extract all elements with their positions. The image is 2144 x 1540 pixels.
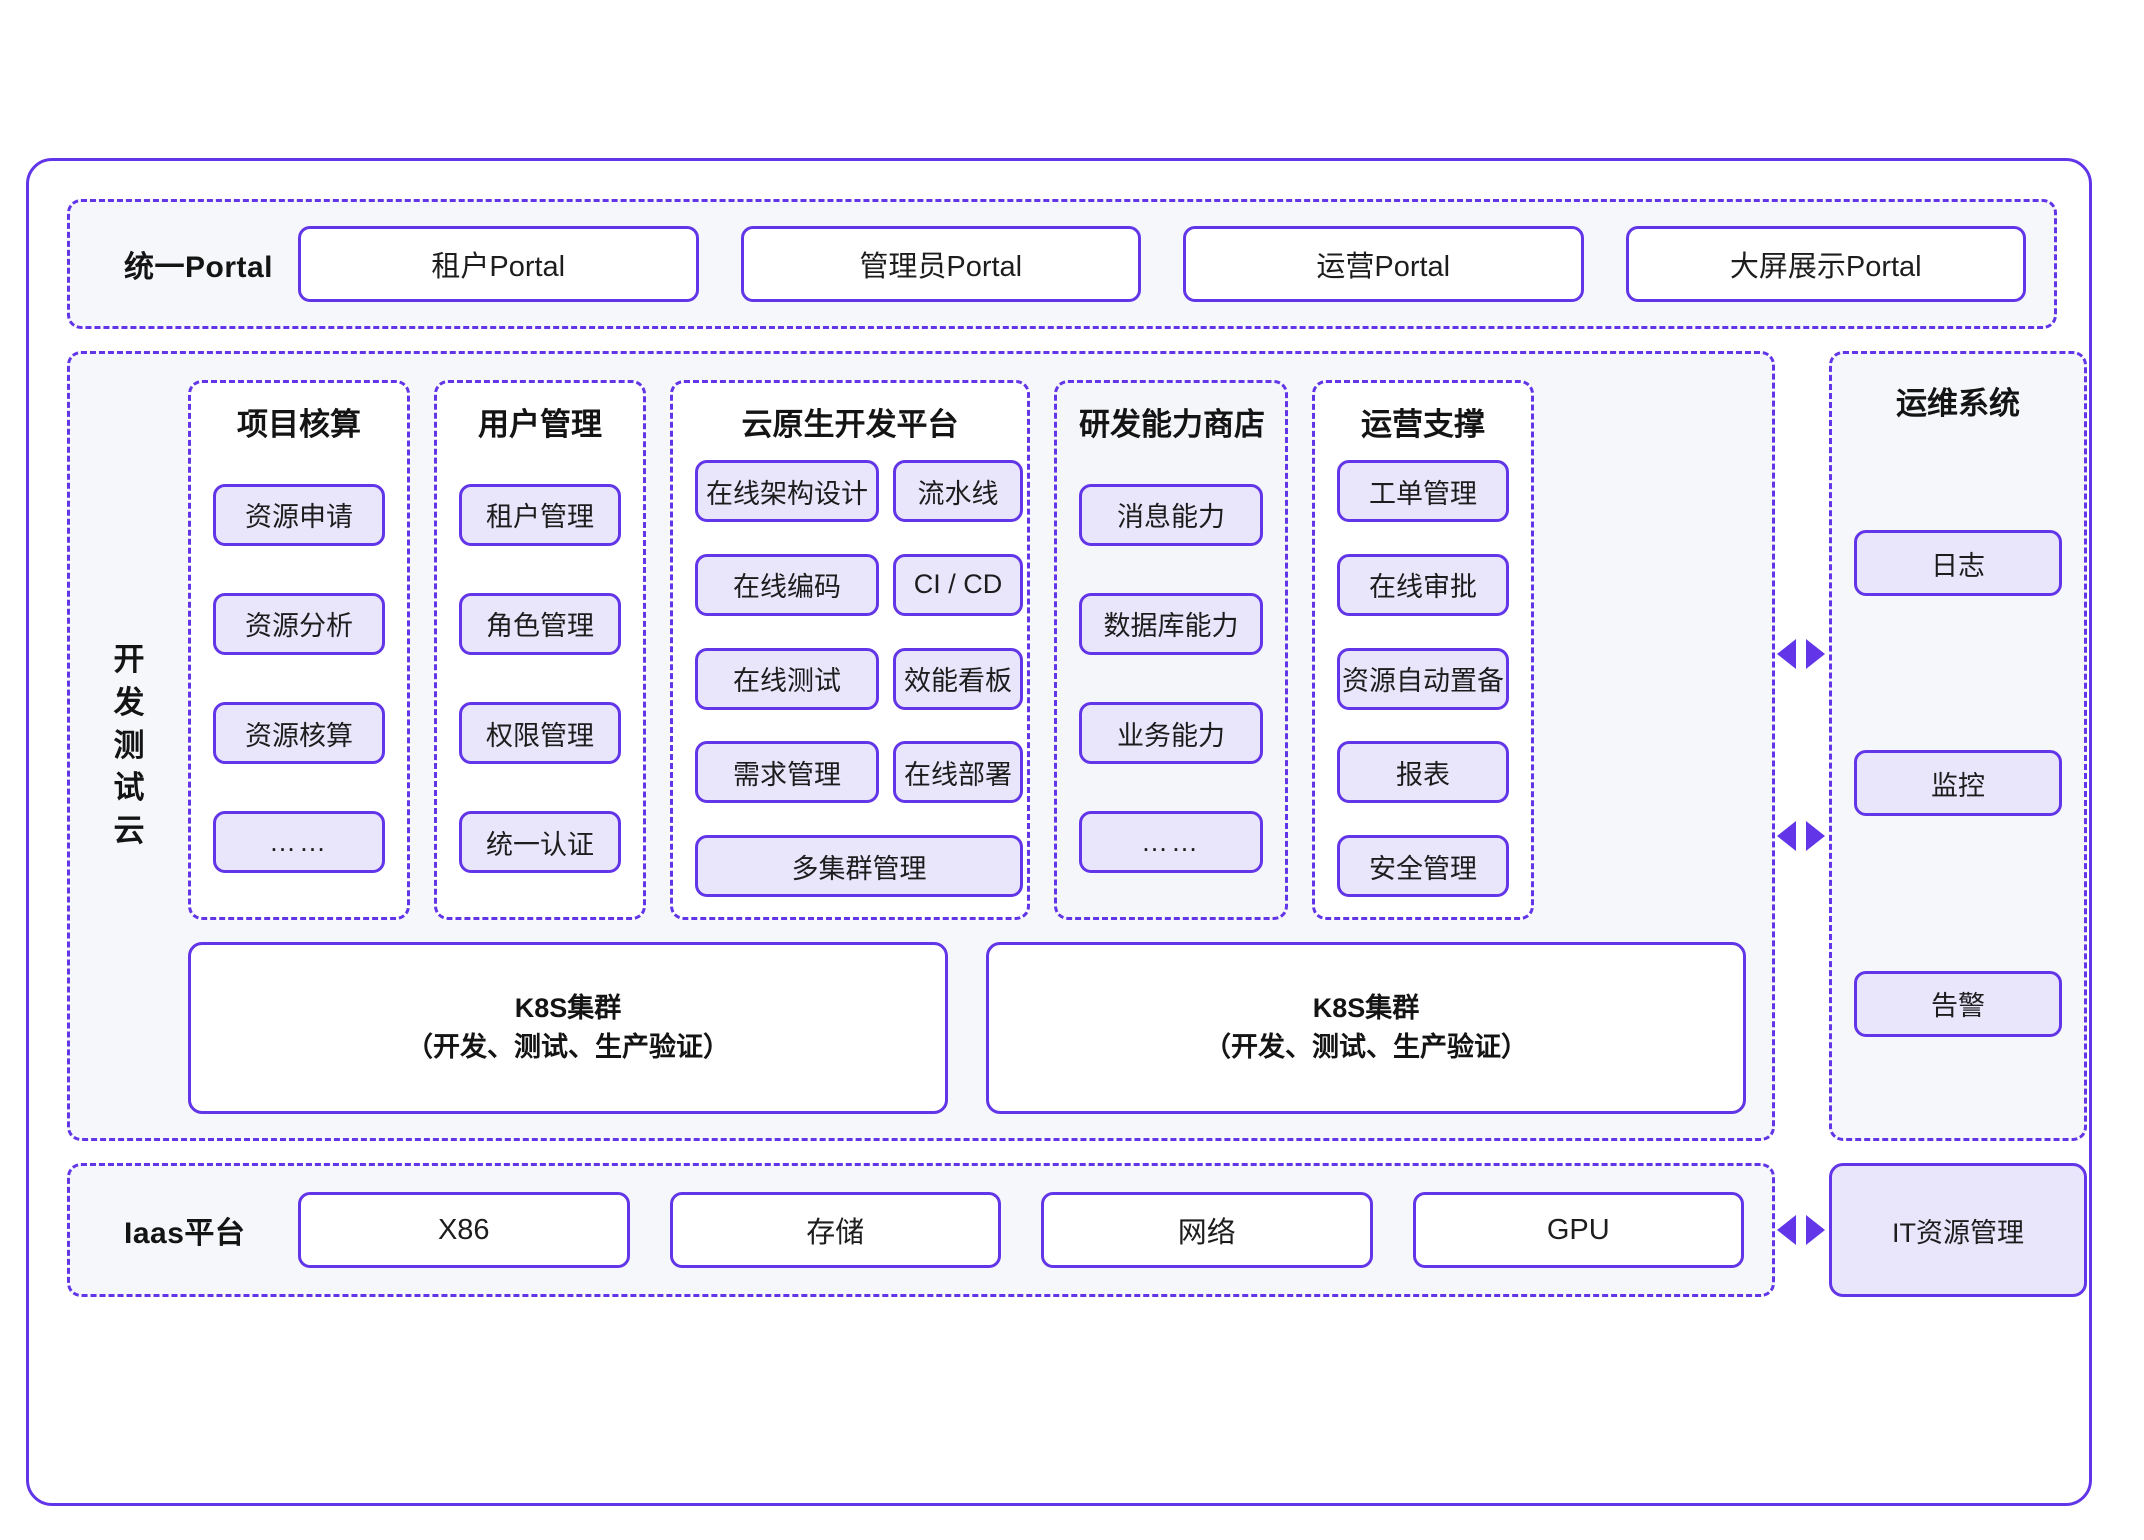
iaas-band-label: Iaas平台 [124, 1217, 246, 1250]
chip-online-architecture-design[interactable]: 在线架构设计 [695, 460, 879, 522]
chip-ci-cd[interactable]: CI / CD [893, 553, 1023, 616]
ops-system-title: 运维系统 [1896, 386, 2020, 421]
architecture-frame: 统一Portal 租户Portal 管理员Portal 运营Portal 大屏展… [26, 158, 2092, 1506]
connector-devtest-ops-bottom [1777, 821, 1825, 851]
chip-online-coding[interactable]: 在线编码 [695, 553, 879, 616]
devtest-side-label: 开发测试云 [113, 642, 145, 849]
chip-ticket-management[interactable]: 工单管理 [1337, 460, 1509, 522]
arrow-right-icon [1806, 821, 1825, 851]
iaas-card-gpu[interactable]: GPU [1412, 1192, 1744, 1268]
chip-multi-cluster-management[interactable]: 多集群管理 [695, 835, 1023, 897]
iaas-card-list: X86 存储 网络 GPU [298, 1192, 1744, 1268]
group-user-management: 用户管理 租户管理 角色管理 权限管理 统一认证 [434, 380, 646, 920]
portal-card-bigscreen[interactable]: 大屏展示Portal [1625, 226, 2026, 302]
connector-devtest-ops-top [1777, 639, 1825, 669]
chip-database-capability[interactable]: 数据库能力 [1079, 592, 1263, 655]
arrow-right-icon [1806, 1215, 1825, 1245]
chip-online-approval[interactable]: 在线审批 [1337, 553, 1509, 616]
connector-iaas-itresource [1777, 1215, 1825, 1245]
group-project-accounting: 项目核算 资源申请 资源分析 资源核算 …… [188, 380, 410, 920]
chip-online-testing[interactable]: 在线测试 [695, 647, 879, 710]
group-title-cloud-native-platform: 云原生开发平台 [741, 407, 959, 442]
chip-more-project-accounting[interactable]: …… [213, 811, 385, 874]
group-title-operation-support: 运营支撑 [1361, 407, 1485, 442]
it-resource-management-box[interactable]: IT资源管理 [1829, 1163, 2087, 1297]
group-rnd-capability-store: 研发能力商店 消息能力 数据库能力 业务能力 …… [1054, 380, 1288, 920]
chip-tenant-management[interactable]: 租户管理 [459, 483, 621, 546]
chip-monitoring[interactable]: 监控 [1854, 750, 2062, 817]
portal-card-tenant[interactable]: 租户Portal [298, 226, 699, 302]
capability-group-row: 项目核算 资源申请 资源分析 资源核算 …… 用户管理 租户管理 [188, 380, 1746, 920]
k8s-cluster-box-2[interactable]: K8S集群 （开发、测试、生产验证） [986, 942, 1746, 1114]
portal-band-label: 统一Portal [124, 251, 274, 284]
chip-resource-application[interactable]: 资源申请 [213, 483, 385, 546]
group-title-user-management: 用户管理 [478, 407, 602, 442]
k8s-cluster-row: K8S集群 （开发、测试、生产验证） K8S集群 （开发、测试、生产验证） [188, 942, 1746, 1114]
portal-band: 统一Portal 租户Portal 管理员Portal 运营Portal 大屏展… [67, 199, 2057, 329]
ops-system-panel: 运维系统 日志 监控 告警 [1829, 351, 2087, 1141]
group-title-project-accounting: 项目核算 [237, 407, 361, 442]
arrow-left-icon [1777, 821, 1796, 851]
chip-log[interactable]: 日志 [1854, 530, 2062, 597]
iaas-band: Iaas平台 X86 存储 网络 GPU [67, 1163, 1775, 1297]
arrow-left-icon [1777, 1215, 1796, 1245]
chip-message-capability[interactable]: 消息能力 [1079, 483, 1263, 546]
chip-unified-auth[interactable]: 统一认证 [459, 811, 621, 874]
chip-security-management[interactable]: 安全管理 [1337, 835, 1509, 897]
chip-alarm[interactable]: 告警 [1854, 970, 2062, 1037]
k8s-cluster-box-1[interactable]: K8S集群 （开发、测试、生产验证） [188, 942, 948, 1114]
k8s-cluster-title-2: K8S集群 [1312, 992, 1420, 1023]
chip-online-deployment[interactable]: 在线部署 [893, 741, 1023, 804]
chip-report[interactable]: 报表 [1337, 741, 1509, 804]
iaas-card-storage[interactable]: 存储 [669, 1192, 1001, 1268]
chip-permission-management[interactable]: 权限管理 [459, 702, 621, 765]
devtest-cloud-band: 开发测试云 项目核算 资源申请 资源分析 资源核算 …… [67, 351, 1775, 1141]
chip-resource-accounting[interactable]: 资源核算 [213, 702, 385, 765]
k8s-cluster-title-1: K8S集群 [514, 992, 622, 1023]
chip-more-capability-store[interactable]: …… [1079, 811, 1263, 874]
chip-efficiency-dashboard[interactable]: 效能看板 [893, 647, 1023, 710]
devtest-side-label-wrap: 开发测试云 [70, 354, 188, 1138]
portal-card-admin[interactable]: 管理员Portal [740, 226, 1141, 302]
k8s-cluster-subtitle-1: （开发、测试、生产验证） [406, 1032, 730, 1062]
chip-business-capability[interactable]: 业务能力 [1079, 702, 1263, 765]
chip-resource-analysis[interactable]: 资源分析 [213, 592, 385, 655]
arrow-right-icon [1806, 639, 1825, 669]
group-cloud-native-platform: 云原生开发平台 在线架构设计 流水线 在线编码 CI / CD 在线测试 效能看… [670, 380, 1030, 920]
portal-card-list: 租户Portal 管理员Portal 运营Portal 大屏展示Portal [298, 226, 2026, 302]
iaas-card-x86[interactable]: X86 [298, 1192, 630, 1268]
arrow-left-icon [1777, 639, 1796, 669]
chip-requirement-management[interactable]: 需求管理 [695, 741, 879, 804]
portal-card-operations[interactable]: 运营Portal [1183, 226, 1584, 302]
chip-auto-resource-provisioning[interactable]: 资源自动置备 [1337, 647, 1509, 710]
group-operation-support: 运营支撑 工单管理 在线审批 资源自动置备 报表 安全管理 [1312, 380, 1534, 920]
k8s-cluster-subtitle-2: （开发、测试、生产验证） [1204, 1032, 1528, 1062]
iaas-card-network[interactable]: 网络 [1041, 1192, 1373, 1268]
group-title-rnd-capability-store: 研发能力商店 [1079, 407, 1265, 442]
chip-pipeline[interactable]: 流水线 [893, 460, 1023, 522]
chip-role-management[interactable]: 角色管理 [459, 592, 621, 655]
